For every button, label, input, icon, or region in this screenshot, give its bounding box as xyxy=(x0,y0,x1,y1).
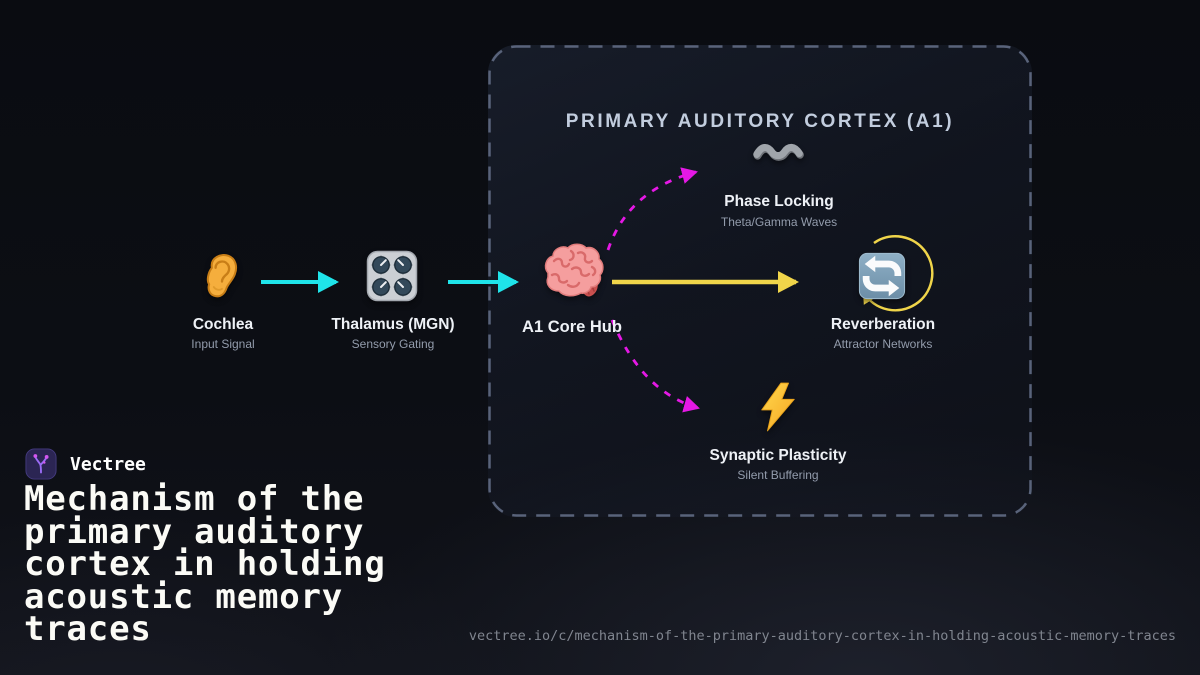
node-sublabel-cochlea: Input Signal xyxy=(191,337,255,351)
title-line: Mechanism of the xyxy=(24,479,365,519)
brain-icon xyxy=(538,241,606,301)
page-title: Mechanism of the primary auditory cortex… xyxy=(24,479,386,650)
ear-icon xyxy=(200,252,244,300)
wavy-dash-icon xyxy=(752,141,806,163)
node-sublabel-reverberation: Attractor Networks xyxy=(833,337,933,351)
node-label-synaptic-plasticity: Synaptic Plasticity xyxy=(709,447,847,464)
dashed-border xyxy=(488,45,1032,517)
node-sublabel-thalamus: Sensory Gating xyxy=(351,337,435,351)
control-knobs-icon xyxy=(366,250,418,302)
node-label-reverberation: Reverberation xyxy=(830,316,936,333)
footer-url: vectree.io/c/mechanism-of-the-primary-au… xyxy=(468,628,1176,644)
node-label-a1-core-hub: A1 Core Hub xyxy=(522,318,622,336)
brand-block: Vectree xyxy=(25,448,146,480)
title-line: acoustic memory xyxy=(24,576,344,617)
title-line: traces xyxy=(24,609,152,650)
node-label-phase-locking: Phase Locking xyxy=(724,193,834,210)
cortex-title: PRIMARY AUDITORY CORTEX (A1) xyxy=(565,111,955,132)
lightning-bolt-icon xyxy=(757,382,799,432)
title-line: cortex in holding xyxy=(24,544,386,585)
node-sublabel-synaptic-plasticity: Silent Buffering xyxy=(737,468,819,482)
brand-name: Vectree xyxy=(70,453,146,475)
node-label-cochlea: Cochlea xyxy=(192,316,254,333)
vectree-logo-icon xyxy=(25,448,57,480)
node-label-thalamus: Thalamus (MGN) xyxy=(331,316,455,333)
title-line: primary auditory xyxy=(24,511,365,552)
node-sublabel-phase-locking: Theta/Gamma Waves xyxy=(720,215,838,229)
repeat-arrows-icon xyxy=(857,251,907,301)
